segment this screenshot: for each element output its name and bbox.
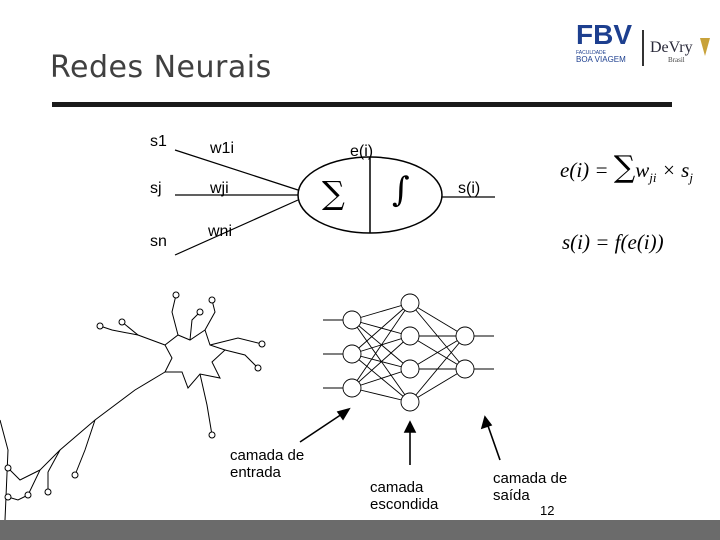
output-label: s(i) (458, 180, 481, 197)
input-node (342, 344, 362, 364)
input-line-1 (174, 149, 299, 191)
neural-network (323, 293, 494, 412)
hidden-node (400, 359, 420, 379)
neuron-soma (164, 329, 226, 389)
formula-net-input: e(i) = ∑wji × sj (560, 150, 693, 186)
page-number: 12 (540, 503, 555, 518)
formula-1-lhs: e(i) = (560, 158, 614, 182)
input-line-n (174, 199, 299, 256)
header-logos: FBV FACULDADE BOA VIAGEM DeVry Brasil (568, 12, 718, 72)
hidden-node (400, 392, 420, 412)
formula-1-sub-ji: ji (649, 170, 657, 186)
formula-1-w: w (635, 158, 650, 182)
formula-activation: s(i) = f(e(i)) (562, 230, 664, 254)
input-label-sn: sn (150, 233, 167, 250)
title-underline (52, 102, 672, 107)
input-label-sj: sj (150, 180, 162, 197)
output-node (455, 359, 475, 379)
footer-bar (0, 520, 720, 540)
devry-shield-icon (700, 38, 710, 56)
input-label-s1: s1 (150, 133, 167, 150)
sum-symbol: ∑ (322, 174, 345, 212)
caption-arrows (299, 407, 501, 465)
output-node (455, 326, 475, 346)
biological-neuron-sketch (0, 294, 263, 521)
devry-logo-sub: Brasil (668, 56, 685, 64)
formula-1-sub-j: j (689, 170, 693, 186)
weight-label-wji: wji (210, 180, 229, 197)
net-input-label: e(i) (350, 143, 374, 160)
caption-output-layer: camada de saída (493, 470, 568, 504)
formula-1-times-s: × s (656, 158, 690, 182)
logo-divider (642, 30, 644, 66)
dendrite-terminals (4, 291, 266, 501)
input-node (342, 378, 362, 398)
fbv-logo-sub: BOA VIAGEM (576, 55, 626, 64)
caption-hidden-layer: camada escondida (370, 479, 439, 513)
formula-1-sum: ∑ (613, 150, 636, 185)
caption-input-layer: camada de entrada (230, 447, 305, 481)
activation-symbol: ∫ (392, 170, 410, 210)
weight-label-wni: wni (208, 223, 233, 240)
hidden-node (400, 326, 420, 346)
fbv-devry-logo: FBV FACULDADE BOA VIAGEM DeVry Brasil (576, 19, 710, 66)
fbv-logo-text: FBV (576, 19, 632, 50)
page-title: Redes Neurais (50, 50, 272, 85)
hidden-node (400, 293, 420, 313)
input-node (342, 310, 362, 330)
fbv-logo-subtop: FACULDADE (576, 50, 607, 56)
weight-label-w1i: w1i (210, 140, 235, 157)
devry-logo-text: DeVry (650, 39, 693, 56)
